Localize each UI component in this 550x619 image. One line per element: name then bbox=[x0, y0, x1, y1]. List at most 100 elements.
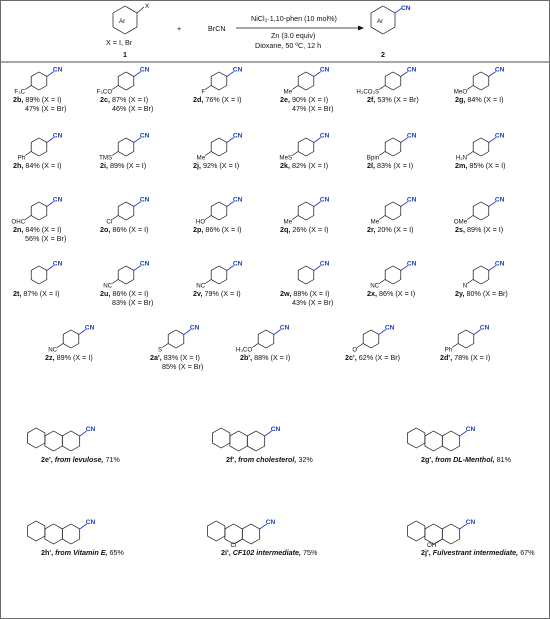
cn-bond bbox=[133, 71, 142, 77]
product-id: 2e, bbox=[280, 95, 292, 104]
product-yield-line2: 75% bbox=[303, 548, 318, 557]
benzene-ring bbox=[210, 201, 228, 221]
substituent-label: NC bbox=[48, 347, 57, 354]
product-yield-line1: 82% (X = I) bbox=[292, 161, 328, 170]
substituent-label: TMS bbox=[99, 155, 112, 162]
product-yield-label: 2o, 86% (X = I) bbox=[100, 225, 149, 234]
cn-label: CN bbox=[480, 325, 490, 332]
substituent-label: Bpin bbox=[367, 155, 380, 162]
cn-label: CN bbox=[495, 197, 505, 204]
product-yield-label: 2f, 53% (X = Br) bbox=[367, 95, 419, 104]
substituent-bond bbox=[466, 279, 474, 284]
cn-bond bbox=[133, 201, 142, 207]
benzene-ring bbox=[472, 265, 490, 285]
product-yield-label: 2f', from cholesterol, 32% bbox=[226, 455, 313, 464]
product-yield-label: 2b', 88% (X = I) bbox=[240, 353, 290, 362]
product-id: 2g, bbox=[455, 95, 467, 104]
product-id: 2m, bbox=[455, 161, 469, 170]
product-id: 2o, bbox=[100, 225, 112, 234]
product-yield-line1: 83% (X = I) bbox=[164, 353, 200, 362]
product-yield-line1: 78% (X = I) bbox=[454, 353, 490, 362]
substituent-label: H₃CO₂S bbox=[356, 89, 379, 96]
substituent-label: OH bbox=[427, 542, 436, 549]
product-yield-label: 2h', from Vitamin E, 65% bbox=[41, 548, 125, 557]
product-ar-label: Ar bbox=[377, 18, 383, 25]
reaction-header: Ar X X = I, Br 1 + BrCN NiCl₂·1,10-phen … bbox=[106, 3, 411, 59]
product-id: 2r, bbox=[367, 225, 377, 234]
substituent-bond bbox=[378, 151, 386, 156]
plus-sign: + bbox=[177, 24, 181, 33]
product-id: 2n, bbox=[13, 225, 25, 234]
product-cell: CN 2f', from cholesterol, 32% bbox=[212, 426, 313, 464]
substituent-label: Me bbox=[284, 89, 293, 96]
product-yield-line1: 90% (X = I) bbox=[292, 95, 328, 104]
product-number: 2 bbox=[381, 50, 385, 59]
substituent-label: H₂N bbox=[456, 155, 467, 162]
cn-label: CN bbox=[320, 133, 330, 140]
benzene-ring bbox=[441, 523, 461, 545]
substituent-label: Me bbox=[284, 219, 293, 226]
product-yield-label: 2p, 86% (X = I) bbox=[193, 225, 242, 234]
product-yield-line2: 47% (X = Br) bbox=[292, 104, 333, 113]
benzene-ring bbox=[362, 329, 380, 349]
benzene-ring bbox=[384, 201, 402, 221]
substituent-bond bbox=[24, 151, 32, 156]
cn-label: CN bbox=[86, 426, 96, 433]
substituent-bond bbox=[466, 151, 474, 156]
cn-label: CN bbox=[466, 426, 476, 433]
benzene-ring bbox=[384, 265, 402, 285]
benzene-ring bbox=[257, 329, 275, 349]
product-yield-line2: 83% (X = Br) bbox=[112, 298, 153, 307]
product-cn-bond bbox=[394, 7, 403, 14]
product-id: 2z, bbox=[45, 353, 57, 362]
cn-bond bbox=[313, 201, 322, 207]
fused-ring bbox=[407, 427, 426, 449]
cn-bond bbox=[259, 523, 267, 530]
product-id: 2j, bbox=[193, 161, 203, 170]
brcn-reagent: BrCN bbox=[208, 24, 226, 33]
product-yield-line2: 43% (X = Br) bbox=[292, 298, 333, 307]
cn-label: CN bbox=[495, 261, 505, 268]
fused-ring bbox=[407, 520, 426, 542]
product-yield-label: 2y, 80% (X = Br) bbox=[455, 289, 508, 298]
product-yield-line1: 86% (X = I) bbox=[379, 289, 415, 298]
substituent-bond bbox=[356, 343, 364, 348]
product-yield-line2: 67% bbox=[520, 548, 535, 557]
cn-label: CN bbox=[271, 426, 281, 433]
benzene-ring bbox=[472, 71, 490, 91]
benzene-ring bbox=[384, 71, 402, 91]
benzene-ring bbox=[30, 265, 48, 285]
cn-bond bbox=[79, 523, 87, 530]
product-yield-line1: 86% (X = I) bbox=[112, 289, 148, 298]
product-yield-line1: 76% (X = I) bbox=[205, 95, 241, 104]
product-yield-line1: 83% (X = I) bbox=[377, 161, 413, 170]
cn-bond bbox=[226, 265, 235, 271]
product-yield-line1: 89% (X = I) bbox=[57, 353, 93, 362]
substituent-label: O bbox=[352, 347, 357, 354]
cn-bond bbox=[226, 137, 235, 143]
fused-ring bbox=[424, 430, 443, 452]
substituent-bond bbox=[466, 215, 474, 220]
benzene-ring bbox=[246, 430, 266, 452]
product-yield-label: 2i, 89% (X = I) bbox=[100, 161, 146, 170]
substituent-label: F₃CO bbox=[97, 89, 113, 96]
product-cn-label: CN bbox=[401, 5, 411, 12]
product-ring bbox=[370, 5, 396, 35]
product-yield-label: 2n, 84% (X = I) bbox=[13, 225, 62, 234]
product-yield-line2: 65% bbox=[110, 548, 125, 557]
product-yield-label: 2e, 90% (X = I) bbox=[280, 95, 328, 104]
product-yield-label: 2l, 83% (X = I) bbox=[367, 161, 413, 170]
cn-bond bbox=[459, 523, 467, 530]
substituent-bond bbox=[378, 85, 386, 90]
product-yield-line1: 79% (X = I) bbox=[204, 289, 240, 298]
substituent-label: OMe bbox=[454, 219, 468, 226]
benzene-ring bbox=[117, 71, 135, 91]
cn-label: CN bbox=[407, 67, 417, 74]
substituent-bond bbox=[204, 215, 212, 220]
